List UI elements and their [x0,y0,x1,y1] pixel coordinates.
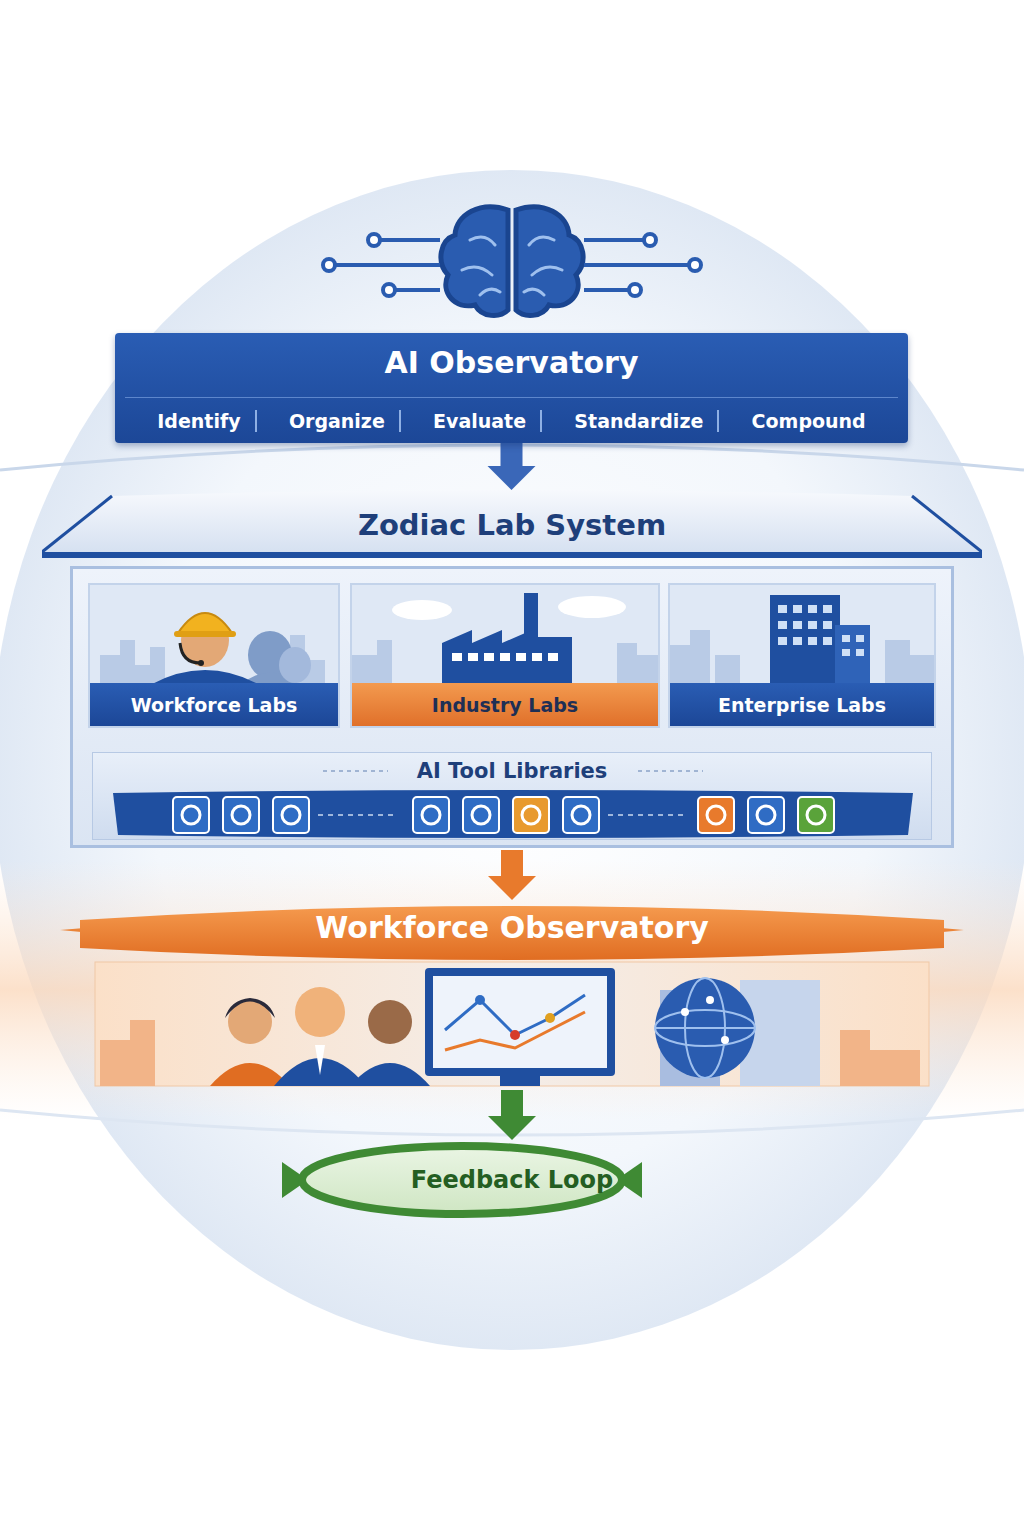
lab-illustration [352,585,660,685]
circuit-lines [323,234,701,296]
lab-label-bar: Industry Labs [352,683,658,726]
lab-label: Enterprise Labs [718,694,886,716]
flow-arrow [488,443,536,490]
flow-arrow [488,1090,536,1140]
observatory-band: Workforce Observatory [60,900,964,1090]
lab-card: Enterprise Labs [668,583,936,728]
step-label: Identify [143,410,256,432]
loop-label: Feedback Loop [268,1140,756,1220]
lab-label: Industry Labs [432,694,578,716]
flow-arrow [488,850,536,900]
lab-label-bar: Enterprise Labs [670,683,934,726]
step-row: Identify Organize Evaluate Standardize Compo… [125,397,898,432]
tool-library-strip: AI Tool Libraries [92,752,932,840]
lab-system-frame: Zodiac Lab SystemWorkforce Labs Industry … [42,490,982,850]
band-title: Workforce Observatory [60,900,964,945]
observatory-band: AI ObservatoryIdentify Organize Evaluate St… [115,333,908,443]
lab-illustration [90,585,340,685]
band-title: Zodiac Lab System [42,490,982,542]
lab-card: Industry Labs [350,583,660,728]
brain-icon [441,207,583,316]
lab-label-bar: Workforce Labs [90,683,338,726]
step-label: Compound [738,410,880,432]
feedback-ellipse: Feedback Loop [268,1140,756,1220]
library-title: AI Tool Libraries [93,753,931,783]
lab-illustration [670,585,936,685]
band-title: AI Observatory [115,333,908,389]
step-label: Evaluate [419,410,542,432]
lab-label: Workforce Labs [131,694,298,716]
step-label: Organize [275,410,401,432]
step-label: Standardize [560,410,719,432]
lab-card: Workforce Labs [88,583,340,728]
backdrop-ellipse [0,170,1024,1350]
